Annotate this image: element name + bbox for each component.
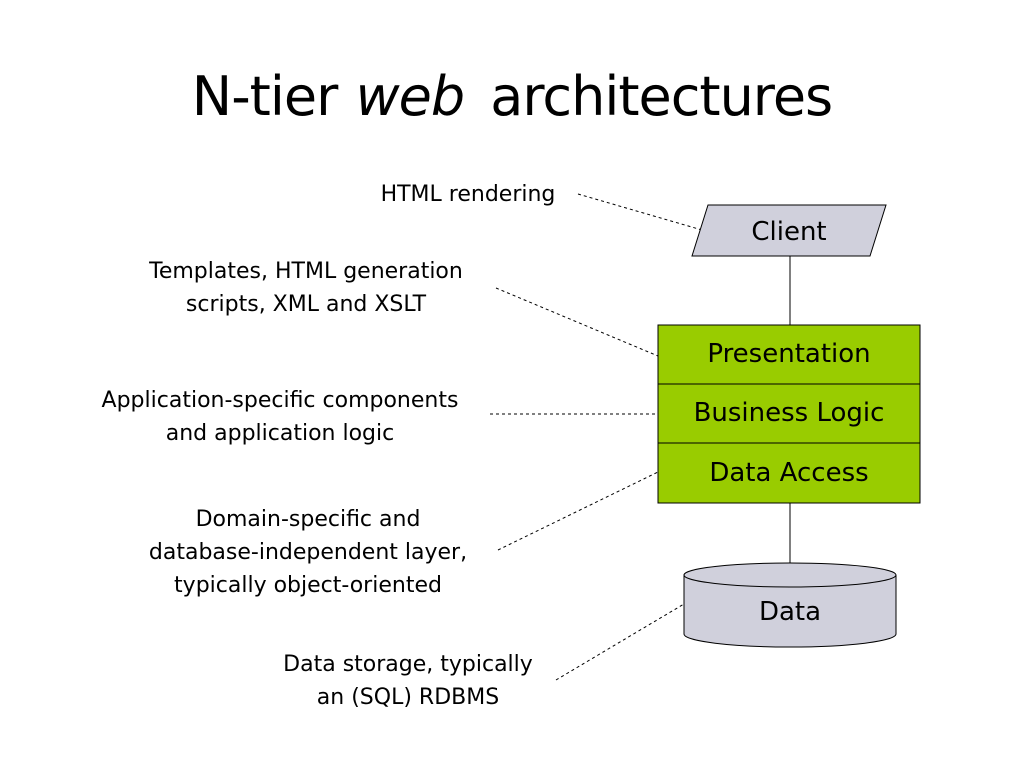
client-tier-shape	[691, 204, 887, 257]
leader-line-data-access	[497, 471, 659, 551]
leader-line-data	[555, 603, 685, 681]
annotation-line: database-independent layer,	[148, 540, 468, 565]
annotation-data: Data storage, typically an (SQL) RDBMS	[248, 648, 568, 714]
business-logic-tier-label: Business Logic	[693, 398, 885, 428]
annotation-client: HTML rendering	[340, 178, 596, 211]
annotation-line: Data storage, typically	[283, 652, 533, 677]
data-tier-label: Data	[758, 597, 822, 627]
annotation-line: typically object-oriented	[174, 573, 442, 598]
title-emphasis: web	[355, 65, 465, 128]
presentation-tier-label: Presentation	[707, 339, 871, 369]
annotation-business-logic: Application-specific components and appl…	[66, 384, 494, 450]
slide-title: N-tier web architectures	[0, 62, 1024, 132]
business-logic-tier-box	[657, 383, 921, 444]
leader-line-client	[577, 193, 703, 231]
annotation-line: scripts, XML and XSLT	[185, 292, 427, 317]
database-cylinder	[683, 562, 897, 648]
database-cylinder-body	[683, 574, 897, 648]
title-prefix: N-tier	[191, 65, 338, 128]
annotation-line: Templates, HTML generation	[149, 259, 463, 284]
annotation-line: and application logic	[165, 421, 395, 446]
annotation-line: an (SQL) RDBMS	[316, 685, 500, 710]
data-access-tier-box	[657, 442, 921, 504]
client-tier-label: Client	[751, 217, 827, 247]
presentation-tier-box	[657, 324, 921, 385]
leader-line-presentation	[495, 287, 659, 357]
annotation-line: HTML rendering	[380, 182, 556, 207]
annotation-presentation: Templates, HTML generation scripts, XML …	[110, 255, 502, 321]
database-cylinder-top	[683, 562, 897, 588]
annotation-data-access: Domain-specific and database-independent…	[120, 503, 496, 602]
annotation-line: Domain-specific and	[195, 507, 421, 532]
annotation-line: Application-specific components	[101, 388, 459, 413]
data-access-tier-label: Data Access	[709, 458, 869, 488]
title-suffix: architectures	[490, 65, 833, 128]
